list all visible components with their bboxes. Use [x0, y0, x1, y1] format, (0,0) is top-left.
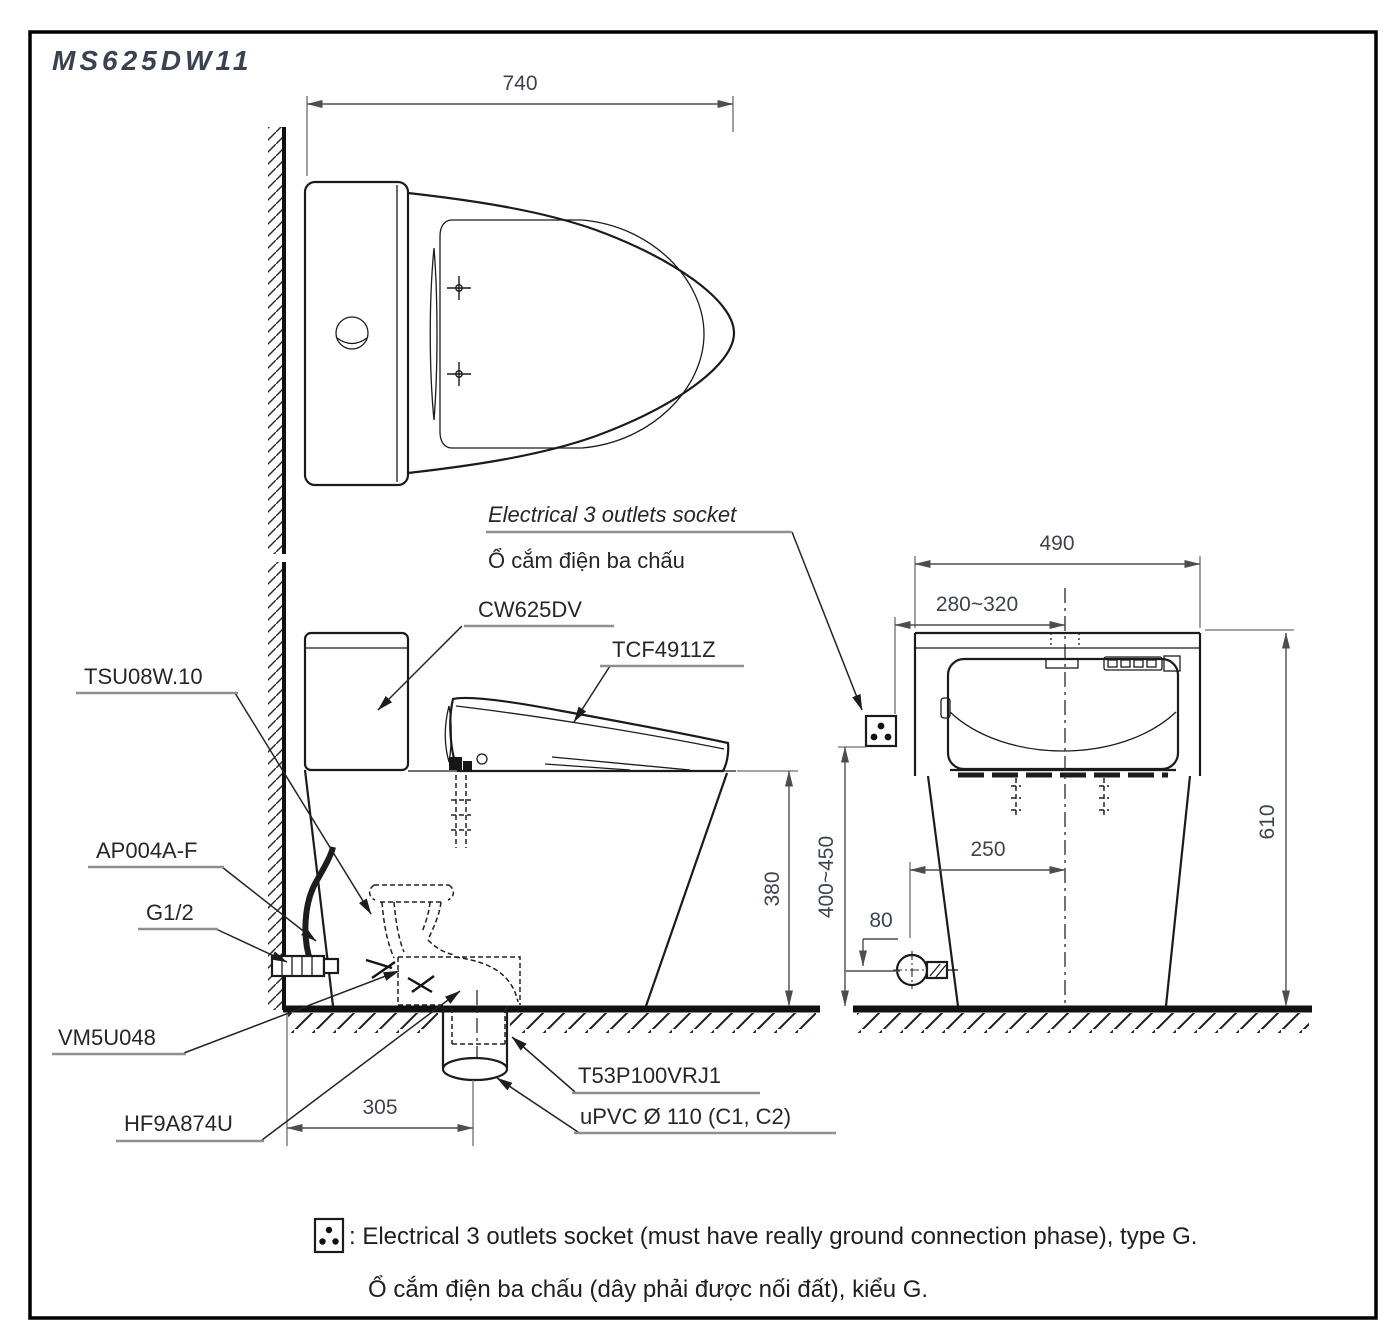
dim-305-text: 305	[362, 1096, 397, 1119]
leader-drain-pipe	[496, 1077, 579, 1133]
dim-250-text: 250	[970, 838, 1005, 861]
control-panel	[1045, 655, 1181, 672]
drain-pipe	[441, 1006, 509, 1082]
dim-250: 250	[909, 838, 1066, 938]
toilet-side	[270, 631, 736, 1007]
wall-hatch-top	[268, 127, 283, 554]
leader-seal	[183, 970, 400, 1054]
leader-thread	[215, 928, 288, 963]
bolt-marks-front	[1011, 778, 1109, 816]
dim-380: 380	[737, 770, 798, 1007]
supply-valve	[893, 951, 958, 989]
front-view: 490 280~320 250 80 610	[846, 532, 1312, 1033]
pedestal-front	[644, 772, 729, 1007]
legend: : Electrical 3 outlets socket (must have…	[313, 1217, 1197, 1303]
tank-side	[303, 631, 410, 772]
dim-305: 305	[286, 1012, 474, 1146]
toilet-front	[893, 588, 1202, 1009]
leader-hose	[234, 692, 372, 915]
label-seal: VM5U048	[58, 1025, 156, 1050]
drawing-title: MS625DW11	[52, 45, 252, 76]
dim-400-450: 400~450	[815, 746, 866, 1007]
bowl-outline-plan	[407, 191, 736, 475]
seat-opening-plan	[439, 219, 705, 449]
callout-leaders	[183, 531, 863, 1141]
label-flange: HF9A874U	[124, 1111, 233, 1136]
dim-280-320: 280~320	[894, 593, 1066, 714]
electrical-3-outlets-socket-icon	[313, 1217, 345, 1254]
flush-button	[335, 316, 369, 350]
socket-symbol	[864, 714, 898, 748]
dim-280-320-text: 280~320	[936, 593, 1018, 616]
top-view: 740	[268, 72, 736, 554]
dim-490-text: 490	[1039, 532, 1074, 555]
leader-valve	[221, 866, 317, 942]
hinge-bolt-marks	[447, 276, 471, 386]
dim-400-450-text: 400~450	[815, 836, 838, 918]
leader-washlet	[573, 665, 611, 723]
legend-line-vi: Ổ cắm điện ba chấu (dây phải được nối đấ…	[368, 1275, 928, 1303]
hinge-lens-plan	[429, 247, 438, 421]
dim-740-text: 740	[502, 72, 537, 95]
label-drain-joint: T53P100VRJ1	[578, 1063, 721, 1088]
label-cistern: CW625DV	[478, 597, 582, 622]
dim-740: 740	[306, 72, 734, 176]
toilet-plan	[303, 180, 736, 487]
label-socket-vi: Ổ cắm điện ba chấu	[488, 548, 685, 573]
leader-drain-joint	[511, 1036, 576, 1093]
pedestal-right	[1164, 775, 1192, 1007]
washlet-front	[946, 657, 1180, 771]
floor-hatch-side-right	[510, 1013, 816, 1033]
label-thread: G1/2	[146, 900, 194, 925]
side-view: 380 400~450 305 Electrica	[52, 502, 898, 1146]
callout-labels: Electrical 3 outlets socket Ổ cắm điện b…	[52, 502, 836, 1143]
trap-assembly-dashed	[365, 884, 521, 1066]
wall-hatch-side	[268, 562, 283, 1010]
leader-flange	[261, 990, 461, 1141]
dim-380-text: 380	[761, 871, 784, 906]
leader-socket	[791, 531, 863, 711]
floor-hatch-front	[857, 1013, 1309, 1033]
floor-hatch-side-left	[288, 1013, 438, 1033]
pipe-mouth	[441, 1056, 509, 1082]
dim-610: 610	[1205, 629, 1294, 1007]
tank-plan	[303, 180, 410, 487]
pedestal-left	[926, 775, 960, 1007]
label-hose: TSU08W.10	[84, 664, 203, 689]
legend-line-en: : Electrical 3 outlets socket (must have…	[349, 1223, 1197, 1250]
label-drain-pipe: uPVC Ø 110 (C1, C2)	[580, 1104, 791, 1129]
dim-610-text: 610	[1256, 804, 1279, 839]
seat-bolt-dashed	[451, 775, 471, 848]
dim-490: 490	[914, 532, 1201, 628]
leader-cistern	[377, 625, 463, 711]
label-valve: AP004A-F	[96, 838, 198, 863]
dim-80: 80	[846, 909, 900, 972]
dim-80-text: 80	[869, 909, 892, 932]
label-socket-en: Electrical 3 outlets socket	[488, 502, 737, 527]
label-washlet: TCF4911Z	[612, 637, 716, 662]
